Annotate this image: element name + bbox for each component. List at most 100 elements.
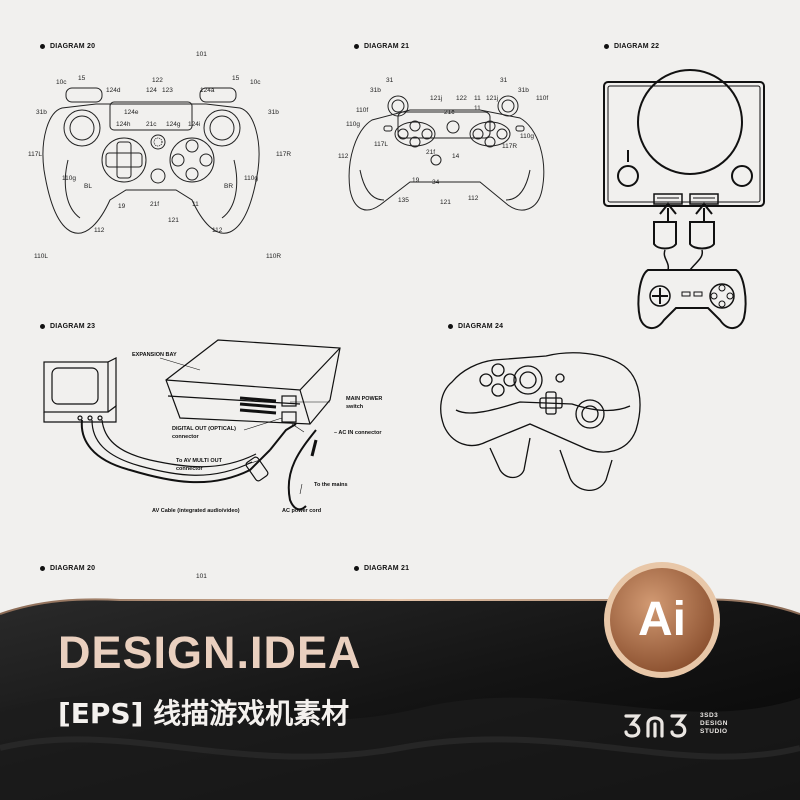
bullet-dot (40, 43, 45, 49)
ref-label: 117L (374, 141, 388, 148)
diagram21-reference-numbers: 31 31 31b 31b 121j 122 11 11 121j 110f 1… (338, 77, 548, 206)
banner-background (0, 598, 800, 800)
ref-label: 121j (486, 95, 498, 102)
logo-line-2: DESIGN (700, 720, 728, 727)
ref-label: BR (224, 183, 233, 190)
diagram21-controller-drawing (348, 95, 545, 211)
ref-label: 11 (474, 105, 481, 112)
studio-logo-icon (624, 714, 688, 738)
banner-subtitle: [EPS] 线描游戏机素材 (58, 697, 350, 730)
ref-label: 31b (36, 109, 47, 116)
diagram-23-label: DIAGRAM 23 (40, 323, 95, 330)
ref-label: 34 (432, 179, 440, 186)
diagram-21-repeat-label: DIAGRAM 21 (354, 565, 409, 572)
ref-label: 117L (28, 151, 42, 158)
bullet-dot (448, 323, 453, 329)
note-expansion-bay: EXPANSION BAY (132, 352, 177, 358)
bullet-dot (40, 323, 45, 329)
ref-label: 15 (78, 75, 86, 82)
ref-label: 124i (188, 121, 200, 128)
ref-label: 21c (146, 121, 157, 128)
ref-label: 110f (356, 107, 368, 114)
diagram-24-label: DIAGRAM 24 (448, 323, 503, 330)
bullet-dot (40, 565, 45, 571)
note-to-mains: To the mains (314, 482, 348, 488)
ref-label: 31b (268, 109, 279, 116)
diagram20-controller-drawing (42, 87, 260, 234)
diagram20-reference-numbers: 101 10c 15 124d 122 124 123 124a 15 10c … (28, 51, 291, 260)
ref-label: 31b (370, 87, 381, 94)
ref-label: 112 (468, 195, 479, 202)
ref-label: 14 (452, 153, 460, 160)
ref-label: 124g (166, 121, 181, 128)
ref-label: 124d (106, 87, 121, 94)
ref-label: 21f (426, 149, 435, 156)
diagram-22-label: DIAGRAM 22 (604, 43, 659, 50)
note-switch: switch (346, 404, 364, 410)
diagram-20-repeat-label: DIAGRAM 20 (40, 565, 95, 572)
ref-label: 31 (386, 77, 394, 84)
ref-label: 112 (338, 153, 349, 160)
logo-line-3: STUDIO (700, 728, 728, 735)
note-main-power: MAIN POWER (346, 396, 382, 402)
note-connector-1: connector (172, 434, 199, 440)
ref-label: 21f (150, 201, 159, 208)
ref-label: 101 (196, 51, 207, 58)
repeat-ref-label: 101 (196, 573, 207, 580)
note-ac-cord: AC power cord (282, 508, 321, 514)
ref-label: 124a (200, 87, 215, 94)
bullet-dot (604, 43, 609, 49)
diagram23-callout-lines (159, 357, 330, 495)
ref-label: 117R (502, 143, 517, 150)
diagram23-console-drawing (43, 339, 341, 511)
ref-label: 112 (94, 227, 105, 234)
diagram-20-label: DIAGRAM 20 (40, 43, 95, 50)
ref-label: 110g (244, 175, 258, 182)
note-av-multi: To AV MULTI OUT (176, 458, 223, 464)
bullet-dot (354, 565, 359, 571)
ref-label: 19 (412, 177, 420, 184)
diagram23-notes: EXPANSION BAY MAIN POWER switch DIGITAL … (132, 352, 382, 514)
ref-label: 110f (536, 95, 548, 102)
ref-label: 110g (346, 121, 360, 128)
ref-label: 15 (232, 75, 240, 82)
note-connector-2: connector (176, 466, 203, 472)
ref-label: 10c (250, 79, 261, 86)
ai-badge-icon (604, 562, 720, 678)
ref-label: 135 (398, 197, 409, 204)
ref-label: 110R (266, 253, 281, 260)
ref-label: 123 (162, 87, 173, 94)
note-ac-in: – AC IN connector (334, 430, 382, 436)
ref-label: 11 (474, 95, 481, 102)
diagram22-console-drawing (603, 69, 765, 329)
bullet-dot (354, 43, 359, 49)
ref-label: 121j (430, 95, 442, 102)
ref-label: 10c (56, 79, 67, 86)
ref-label: 124h (116, 121, 131, 128)
ref-label: 21c (444, 109, 455, 116)
ai-badge-label: Ai (638, 593, 686, 646)
ref-label: 11 (192, 201, 199, 208)
ref-label: 110g (520, 133, 534, 140)
ref-label: 19 (118, 203, 126, 210)
ref-label: 121 (168, 217, 179, 224)
note-digital-out: DIGITAL OUT (OPTICAL) (172, 426, 236, 432)
ref-label: 110g (62, 175, 76, 182)
diagram24-controller-drawing (440, 352, 641, 491)
banner-title: DESIGN.IDEA (58, 627, 362, 678)
ref-label: 31b (518, 87, 529, 94)
diagram-21-label: DIAGRAM 21 (354, 43, 409, 50)
ref-label: 122 (152, 77, 163, 84)
ref-label: 31 (500, 77, 508, 84)
ref-label: BL (84, 183, 92, 190)
ref-label: 124 (146, 87, 157, 94)
logo-line-1: 3SD3 (700, 712, 719, 719)
ref-label: 110L (34, 253, 48, 260)
ref-label: 122 (456, 95, 467, 102)
ref-label: 124e (124, 109, 139, 116)
note-av-cable: AV Cable (integrated audio/video) (152, 508, 240, 514)
ref-label: 112 (212, 227, 223, 234)
ref-label: 121 (440, 199, 451, 206)
